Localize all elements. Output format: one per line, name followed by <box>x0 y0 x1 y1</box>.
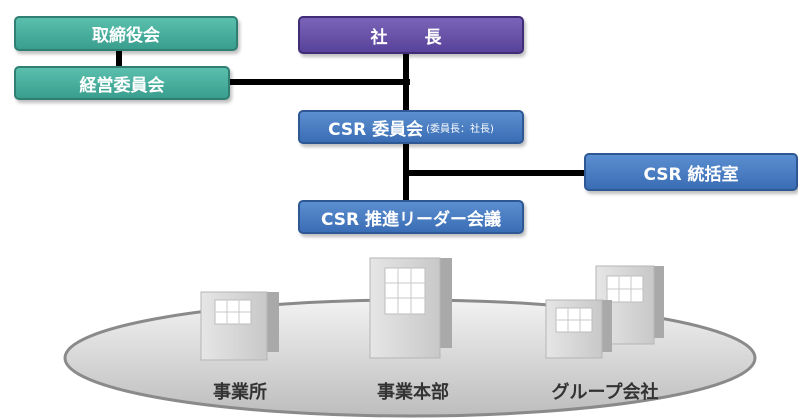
president-label: 社 長 <box>370 27 452 48</box>
president-csr-connector <box>403 54 409 112</box>
site-label-office: 事業所 <box>213 382 267 403</box>
csr-committee-note: (委員長：社長) <box>426 123 494 135</box>
exec-committee-box: 経営委員会 <box>14 66 230 100</box>
building-icon <box>200 291 279 361</box>
csr-office-box: CSR 統括室 <box>584 153 798 191</box>
president-box: 社 長 <box>298 16 524 54</box>
board-exec-connector <box>116 48 122 70</box>
building-icon <box>545 299 612 359</box>
site-label-headquarters: 事業本部 <box>377 382 449 403</box>
csr-office-label: CSR 統括室 <box>643 164 739 185</box>
tall-building-icon <box>369 257 452 359</box>
board-box: 取締役会 <box>14 16 238 51</box>
promotion-meeting-box: CSR 推進リーダー会議 <box>298 200 524 234</box>
site-label-group: グループ会社 <box>551 382 659 403</box>
csr-office-connector <box>406 170 586 176</box>
exec-horizontal-connector <box>230 79 410 85</box>
csr-committee-label: CSR 委員会 <box>328 119 424 140</box>
exec-committee-label: 経営委員会 <box>79 75 165 96</box>
board-label: 取締役会 <box>92 26 160 46</box>
promotion-meeting-label: CSR 推進リーダー会議 <box>320 209 502 230</box>
csr-committee-box: CSR 委員会 (委員長：社長) <box>298 110 524 144</box>
